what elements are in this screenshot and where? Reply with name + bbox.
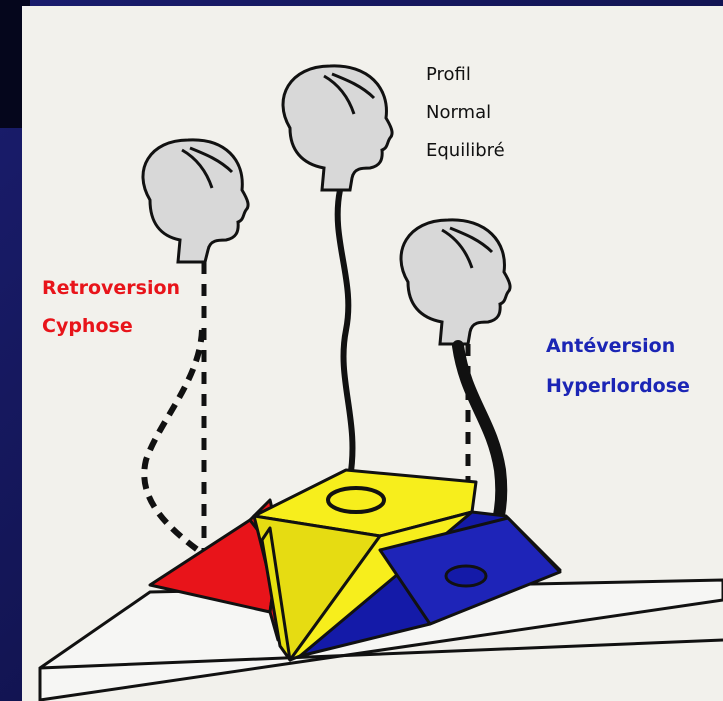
label-normal-line-3: Equilibré: [426, 140, 505, 161]
label-retro-line-1: Retroversion: [42, 277, 180, 299]
label-ante-line-2: Hyperlordose: [546, 375, 690, 397]
label-normal-line-1: Profil: [426, 64, 471, 85]
label-ante-line-1: Antéversion: [546, 335, 675, 357]
label-retro-line-2: Cyphose: [42, 315, 133, 337]
label-normal-line-2: Normal: [426, 102, 491, 123]
